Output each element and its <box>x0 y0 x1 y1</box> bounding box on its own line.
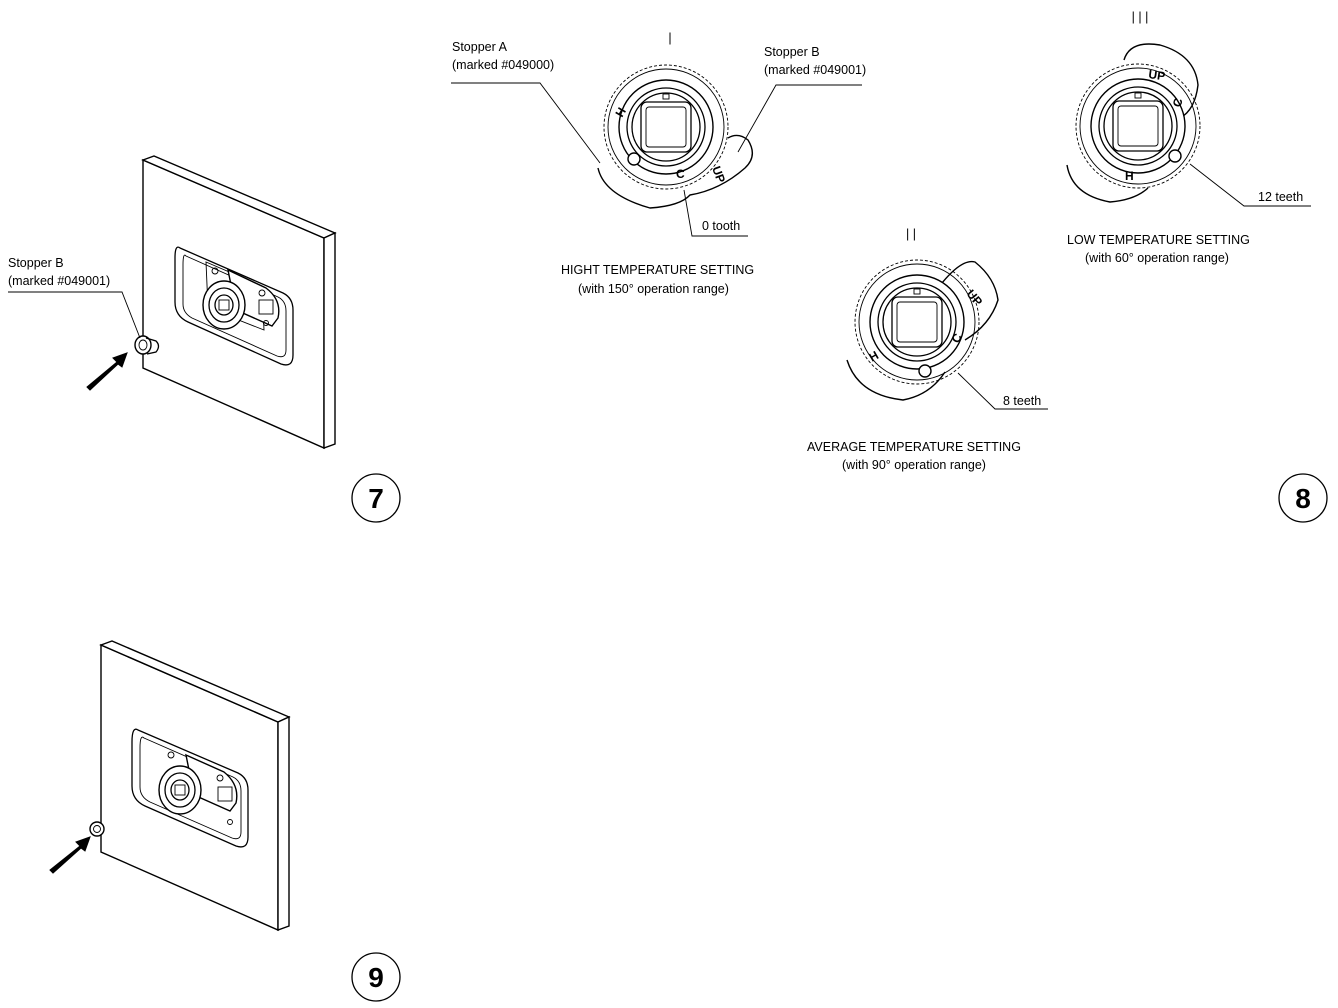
callout-twelve-teeth: 12 teeth <box>1258 190 1303 204</box>
high-marker: | <box>668 31 671 45</box>
high-up-mark: UP <box>709 164 728 184</box>
wall-plate-7 <box>141 155 337 450</box>
high-setting-subtitle: (with 150° operation range) <box>578 282 729 296</box>
insert-arrow-7 <box>86 352 128 391</box>
callout-stopper-a-line2: (marked #049000) <box>452 58 554 72</box>
low-up-mark: UP <box>1148 67 1166 83</box>
callout-eight-teeth: 8 teeth <box>1003 394 1041 408</box>
average-setting-title: AVERAGE TEMPERATURE SETTING <box>807 440 1021 454</box>
dial-low-setting: | | | H C UP 12 teeth LOW TEMPERATURE SE… <box>1066 10 1328 523</box>
high-setting-title: HIGHT TEMPERATURE SETTING <box>561 263 754 277</box>
callout-stopper-a-line1: Stopper A <box>452 40 508 54</box>
step-number-7: 7 <box>368 483 384 514</box>
step-badge-9 <box>351 952 401 1002</box>
panel-7-illustration: Stopper B (marked #049001) 7 <box>8 155 401 523</box>
stopper-installed-9 <box>89 821 105 837</box>
step-badge-7 <box>351 473 401 523</box>
callout-stopper-b-7-line1: Stopper B <box>8 256 64 270</box>
average-setting-subtitle: (with 90° operation range) <box>842 458 986 472</box>
callout-stopper-b-7-line2: (marked #049001) <box>8 274 110 288</box>
step-number-8: 8 <box>1295 483 1311 514</box>
low-hot-mark: H <box>1125 169 1134 183</box>
low-setting-subtitle: (with 60° operation range) <box>1085 251 1229 265</box>
wall-plate-9 <box>99 640 291 932</box>
dial-average-setting: | | H C UP 8 teeth AVERAGE TEMPERATURE S… <box>807 227 1048 472</box>
callout-zero-tooth: 0 tooth <box>702 219 740 233</box>
insert-arrow-9 <box>49 836 91 874</box>
low-setting-title: LOW TEMPERATURE SETTING <box>1067 233 1250 247</box>
high-cold-mark: C <box>676 167 685 181</box>
callout-stopper-b-line2: (marked #049001) <box>764 63 866 77</box>
low-marker: | | | <box>1132 10 1149 24</box>
stopper-b-part-7 <box>134 335 160 355</box>
dial-high-setting: | H C UP Stopper A (marked #049000) Stop… <box>451 31 866 296</box>
average-marker: | | <box>906 227 916 241</box>
callout-stopper-b-line1: Stopper B <box>764 45 820 59</box>
panel-9-illustration: 9 <box>49 640 401 1002</box>
step-number-9: 9 <box>368 962 384 993</box>
step-badge-8 <box>1278 473 1328 523</box>
